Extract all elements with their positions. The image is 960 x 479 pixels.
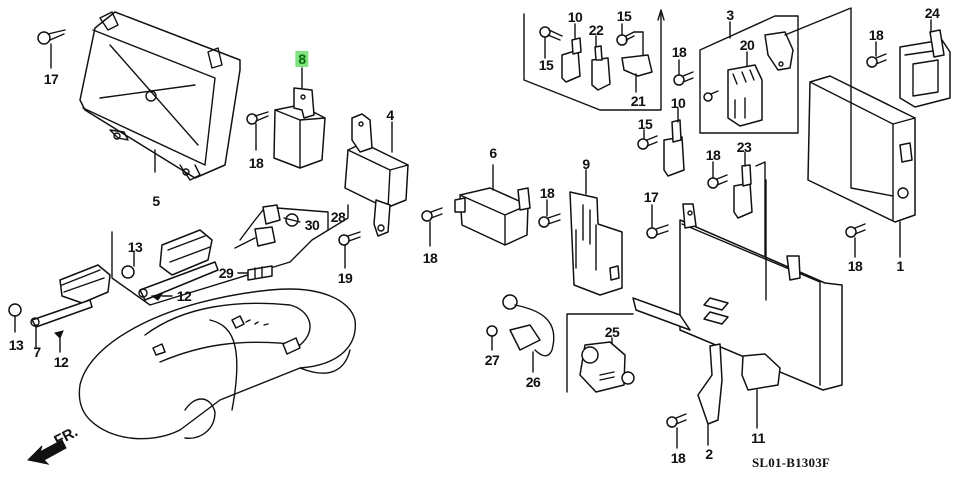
part-15-bolt-b[interactable] [616,23,644,56]
callout-18[interactable]: 18 [422,250,438,266]
part-1-main-unit[interactable] [784,7,916,258]
callout-13[interactable]: 13 [8,337,24,353]
vehicle-outline [78,288,356,440]
part-24-unit[interactable] [899,19,951,108]
front-direction-arrow [26,439,67,465]
callout-15[interactable]: 15 [538,57,554,73]
part-30-connector[interactable] [283,213,301,227]
part-4-module[interactable] [344,113,409,237]
part-13-clip-a[interactable] [121,251,135,279]
part-29-clip[interactable] [237,265,273,281]
part-28-harness-group[interactable] [111,204,349,306]
part-12-screw-a[interactable] [150,293,173,301]
part-13-clip-b[interactable] [8,303,22,333]
callout-18[interactable]: 18 [670,450,686,466]
part-26-sensor[interactable] [502,294,555,373]
part-22-relay[interactable] [591,35,611,91]
part-10-relay-b[interactable] [663,107,685,177]
callout-19[interactable]: 19 [337,270,353,286]
callout-29[interactable]: 29 [218,265,234,281]
callout-11[interactable]: 11 [751,430,765,446]
part-2-bracket[interactable] [697,343,723,446]
callout-18[interactable]: 18 [705,147,721,163]
part-11-bracket[interactable] [741,353,781,429]
part-6-module[interactable] [454,164,531,246]
diagram-code: SL01-B1303F [752,455,831,470]
part-17-bolt[interactable] [37,29,66,69]
part-7-bracket[interactable] [30,264,111,349]
part-25-sensor[interactable] [579,337,635,393]
part-21-bracket[interactable] [621,54,653,93]
part-3-bracket[interactable] [764,31,794,71]
part-18-bolt-h[interactable] [666,413,687,449]
part-15-bolt-c[interactable] [637,129,658,150]
part-3-screw[interactable] [703,90,719,102]
callout-22[interactable]: 22 [588,22,604,38]
callout-3[interactable]: 3 [726,7,734,23]
part-9-bracket[interactable] [569,169,623,296]
part-23-relay[interactable] [733,151,766,301]
callout-27[interactable]: 27 [484,352,500,368]
callout-28[interactable]: 28 [330,209,346,225]
callout-17[interactable]: 17 [43,71,59,87]
callout-18[interactable]: 18 [671,44,687,60]
part-3-group-box [699,15,799,134]
mounting-plate[interactable] [632,179,843,391]
callout-23[interactable]: 23 [736,139,752,155]
callout-18[interactable]: 18 [847,258,863,274]
callout-10[interactable]: 10 [567,9,583,25]
part-18-bolt-b[interactable] [421,207,443,247]
callout-21[interactable]: 21 [630,93,646,109]
part-18-bolt-e[interactable] [707,161,728,189]
callout-10[interactable]: 10 [670,95,686,111]
part-group-box-relays [523,9,665,111]
part-17-bolt-b[interactable] [646,204,669,239]
callout-6[interactable]: 6 [489,145,497,161]
callout-30[interactable]: 30 [304,217,320,233]
callout-12[interactable]: 12 [176,288,192,304]
part-5-control-module[interactable] [79,11,241,181]
part-18-bolt-g[interactable] [845,223,866,258]
callout-17[interactable]: 17 [643,189,659,205]
callout-20[interactable]: 20 [739,37,755,53]
part-18-bolt-d[interactable] [673,59,694,86]
callout-9[interactable]: 9 [582,156,590,172]
part-18-bolt-a[interactable] [246,111,269,151]
part-12-screw-b[interactable] [54,330,64,353]
callout-18[interactable]: 18 [868,27,884,43]
part-18-bolt-f[interactable] [866,41,887,68]
callout-26[interactable]: 26 [525,374,541,390]
part-15-bolt-a[interactable] [539,26,563,59]
callout-4[interactable]: 4 [386,107,394,123]
callout-12[interactable]: 12 [53,354,69,370]
callout-2[interactable]: 2 [705,446,713,462]
part-10-relay-a[interactable] [561,23,582,83]
callout-24[interactable]: 24 [924,5,940,21]
callout-7[interactable]: 7 [33,344,41,360]
part-27-cap[interactable] [486,325,498,351]
part-20-unit[interactable] [727,51,763,127]
callout-18[interactable]: 18 [248,155,264,171]
callout-8-highlighted[interactable]: 8 [295,51,309,67]
callout-25[interactable]: 25 [604,324,620,340]
part-19-bolt[interactable] [338,231,361,269]
callout-1[interactable]: 1 [896,258,904,274]
callout-5[interactable]: 5 [152,193,160,209]
callout-15[interactable]: 15 [637,116,653,132]
callout-18[interactable]: 18 [539,185,555,201]
callout-15[interactable]: 15 [616,8,632,24]
part-25-group-box [566,313,634,393]
callout-13[interactable]: 13 [127,239,143,255]
part-8-unit[interactable] [273,67,326,169]
part-18-bolt-c[interactable] [538,199,561,228]
